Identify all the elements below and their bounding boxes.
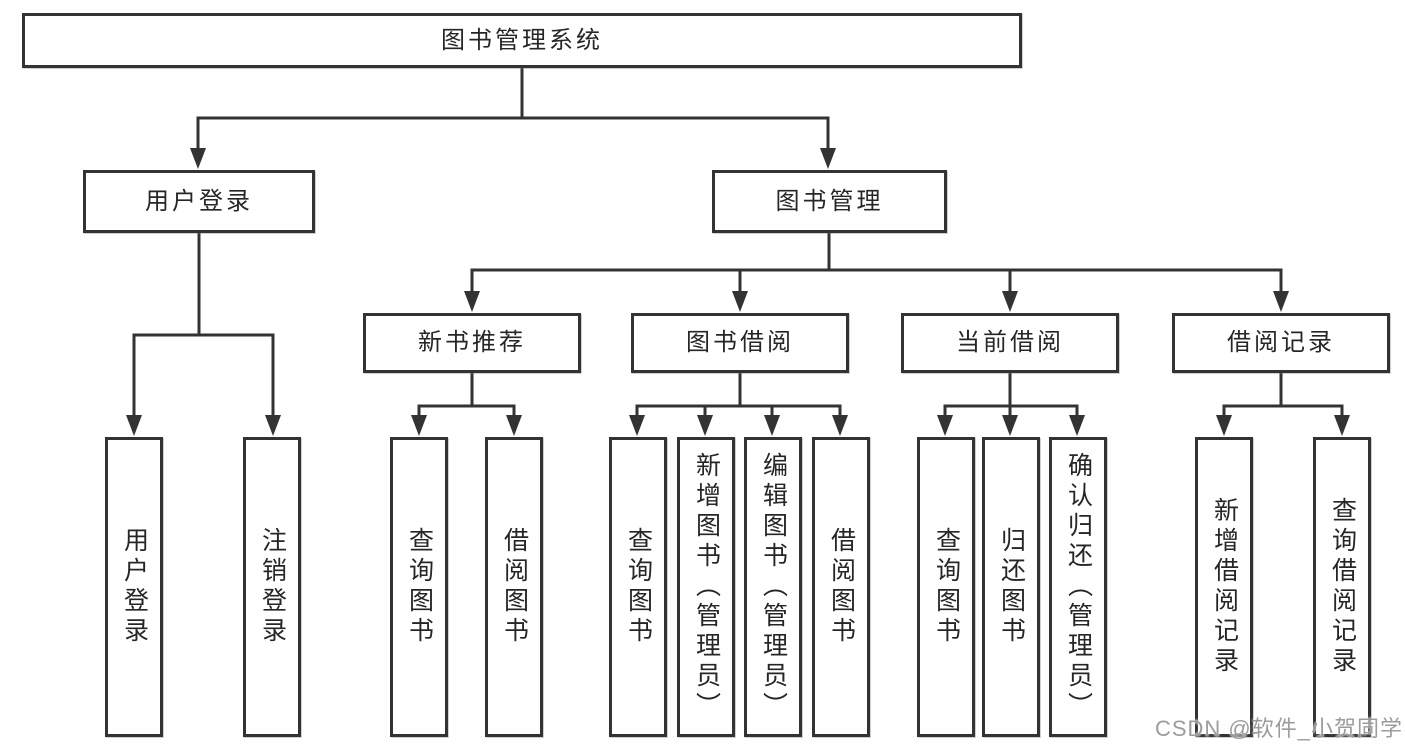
node-book-mgmt: 图书管理: [712, 170, 947, 233]
leaf-logout: 注销登录: [243, 437, 301, 737]
leaf-rec-borrow-books-label: 借阅图书: [500, 527, 529, 647]
leaf-bb-add-books-label: 新增图书（管理员）: [692, 452, 721, 722]
arrowhead-leaf-logout: [265, 415, 281, 436]
node-borrow-record-label: 借阅记录: [1227, 329, 1335, 356]
leaf-cb-query-books-label: 查询图书: [932, 527, 961, 647]
leaf-rec-query-books-label: 查询图书: [405, 527, 434, 647]
leaf-br-query-record: 查询借阅记录: [1313, 437, 1371, 737]
arrowhead-bb-query: [629, 415, 645, 436]
leaf-cb-query-books: 查询图书: [917, 437, 975, 737]
leaf-cb-return-books-label: 归还图书: [997, 527, 1026, 647]
leaf-user-login: 用户登录: [105, 437, 163, 737]
leaf-cb-confirm-return: 确认归还（管理员）: [1049, 437, 1107, 737]
node-book-borrow: 图书借阅: [631, 313, 849, 373]
arrowhead-book-borrow: [732, 291, 748, 312]
node-current-borrow-label: 当前借阅: [956, 329, 1064, 356]
node-new-book-rec: 新书推荐: [363, 313, 581, 373]
leaf-br-query-record-label: 查询借阅记录: [1328, 497, 1357, 677]
node-root: 图书管理系统: [22, 13, 1022, 68]
leaf-br-add-record: 新增借阅记录: [1195, 437, 1253, 737]
leaf-bb-edit-books-label: 编辑图书（管理员）: [759, 452, 788, 722]
leaf-bb-edit-books: 编辑图书（管理员）: [744, 437, 802, 737]
node-user-login-label: 用户登录: [145, 187, 253, 215]
arrowhead-leaf-user-login: [126, 415, 142, 436]
leaf-bb-borrow-books: 借阅图书: [812, 437, 870, 737]
leaf-bb-query-books: 查询图书: [609, 437, 667, 737]
arrowhead-rec-query: [411, 415, 427, 436]
node-new-book-rec-label: 新书推荐: [418, 329, 526, 356]
node-book-borrow-label: 图书借阅: [686, 329, 794, 356]
node-current-borrow: 当前借阅: [901, 313, 1119, 373]
leaf-bb-add-books: 新增图书（管理员）: [677, 437, 735, 737]
node-user-login: 用户登录: [83, 170, 315, 233]
leaf-user-login-label: 用户登录: [120, 527, 149, 647]
leaf-br-add-record-label: 新增借阅记录: [1210, 497, 1239, 677]
node-borrow-record: 借阅记录: [1172, 313, 1390, 373]
node-book-mgmt-label: 图书管理: [775, 187, 884, 215]
leaf-bb-query-books-label: 查询图书: [624, 527, 653, 647]
leaf-rec-borrow-books: 借阅图书: [485, 437, 543, 737]
arrowhead-borrow-record: [1273, 291, 1289, 312]
arrowhead-new-book-rec: [464, 291, 480, 312]
node-root-label: 图书管理系统: [441, 26, 603, 54]
arrowhead-br-add: [1216, 415, 1232, 436]
arrowhead-rec-borrow: [506, 415, 522, 436]
leaf-cb-return-books: 归还图书: [982, 437, 1040, 737]
arrowhead-cb-return: [1002, 415, 1018, 436]
leaf-cb-confirm-return-label: 确认归还（管理员）: [1064, 452, 1093, 722]
arrowhead-bb-add: [697, 415, 713, 436]
leaf-bb-borrow-books-label: 借阅图书: [827, 527, 856, 647]
arrowhead-current-borrow: [1002, 291, 1018, 312]
arrowhead-bb-edit: [764, 415, 780, 436]
watermark: CSDN @软件_小贺同学: [1154, 716, 1403, 741]
arrowhead-user-login: [190, 148, 206, 169]
leaf-rec-query-books: 查询图书: [390, 437, 448, 737]
arrowhead-book-mgmt: [820, 148, 836, 169]
arrowhead-br-query: [1334, 415, 1350, 436]
arrowhead-bb-borrow: [832, 415, 848, 436]
arrowhead-cb-confirm: [1069, 415, 1085, 436]
leaf-logout-label: 注销登录: [258, 527, 287, 647]
arrowhead-cb-query: [937, 415, 953, 436]
